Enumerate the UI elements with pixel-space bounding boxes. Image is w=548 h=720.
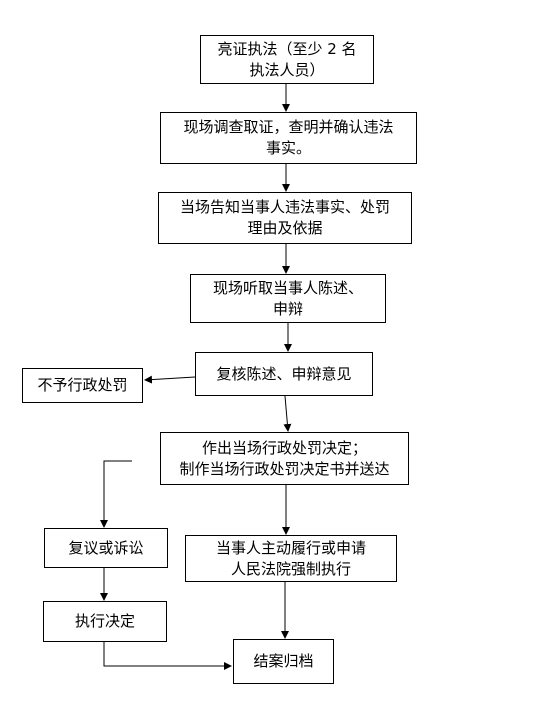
node-voluntary-label: 当事人主动履行或申请 人民法院强制执行	[215, 538, 366, 578]
arrow-review-to-no-penalty	[144, 375, 196, 384]
node-enforce-label: 执行决定	[74, 612, 135, 630]
node-review: 复核陈述、申辩意见	[195, 352, 373, 396]
node-no-penalty-label: 不予行政处罚	[37, 376, 128, 394]
node-appeal: 复议或诉讼	[44, 528, 168, 568]
node-no-penalty: 不予行政处罚	[22, 368, 143, 403]
node-investigate-label: 现场调查取证，查明并确认违法 事实。	[183, 118, 394, 157]
node-hear-label: 现场听取当事人陈述、 申辩	[212, 278, 363, 318]
node-archive-label: 结案归档	[253, 652, 314, 670]
node-show-id: 亮证执法（至少 2 名 执法人员）	[200, 35, 374, 84]
node-investigate: 现场调查取证，查明并确认违法 事实。	[160, 112, 417, 164]
arrow-enforce-to-archive	[103, 642, 232, 670]
node-archive: 结案归档	[233, 639, 334, 684]
node-show-id-label: 亮证执法（至少 2 名 执法人员）	[217, 39, 357, 79]
node-decide: 作出当场行政处罚决定； 制作当场行政处罚决定书并送达	[160, 432, 409, 485]
node-enforce: 执行决定	[43, 601, 167, 642]
node-inform-label: 当场告知当事人违法事实、处罚 理由及依据	[179, 198, 390, 237]
node-hear: 现场听取当事人陈述、 申辩	[190, 274, 386, 323]
node-appeal-label: 复议或诉讼	[68, 538, 144, 557]
node-review-label: 复核陈述、申辩意见	[216, 364, 352, 383]
node-decide-label: 作出当场行政处罚决定； 制作当场行政处罚决定书并送达	[179, 438, 390, 478]
node-inform: 当场告知当事人违法事实、处罚 理由及依据	[158, 192, 412, 244]
arrow-decide-to-appeal	[100, 460, 132, 528]
arrow-review-to-decide	[283, 395, 292, 432]
node-voluntary: 当事人主动履行或申请 人民法院强制执行	[185, 535, 397, 582]
